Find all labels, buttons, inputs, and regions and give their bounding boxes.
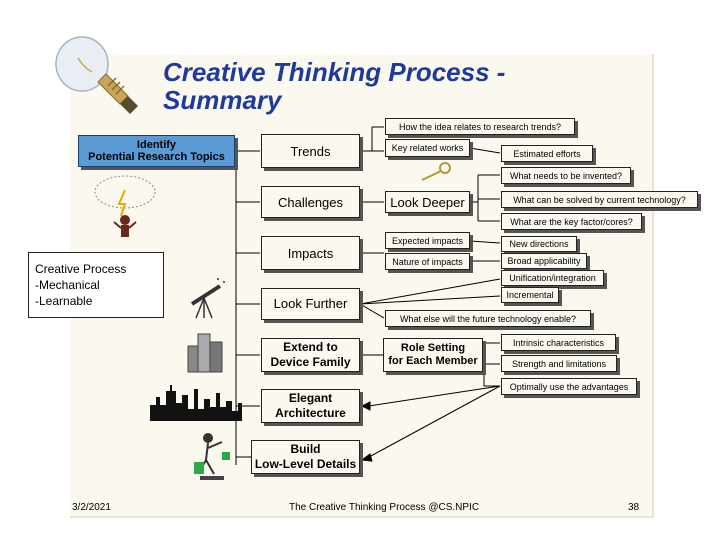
estimated-efforts-label: Estimated efforts bbox=[513, 148, 581, 159]
role-setting-box: Role Setting for Each Member bbox=[383, 338, 483, 372]
new-directions-label: New directions bbox=[509, 239, 569, 249]
extend-line-1: Extend to bbox=[283, 340, 338, 354]
needs-invented-label: What needs to be invented? bbox=[509, 170, 623, 181]
incremental-box: Incremental bbox=[501, 287, 559, 303]
challenges-box: Challenges bbox=[261, 186, 360, 218]
look-further-label: Look Further bbox=[273, 296, 348, 311]
identify-line-2: Potential Research Topics bbox=[88, 151, 225, 163]
intrinsic-box: Intrinsic characteristics bbox=[501, 334, 616, 351]
creative-process-box: Creative Process -Mechanical -Learnable bbox=[28, 252, 164, 318]
key-icon bbox=[421, 162, 451, 181]
impacts-label: Impacts bbox=[287, 245, 334, 261]
nature-of-impacts-box: Nature of impacts bbox=[385, 253, 470, 270]
city-skyline-icon bbox=[150, 385, 242, 421]
trends-box: Trends bbox=[261, 134, 360, 168]
broad-applicability-label: Broad applicability bbox=[507, 256, 581, 266]
extend-box: Extend to Device Family bbox=[261, 338, 360, 372]
light-bulb-icon bbox=[55, 36, 138, 114]
extend-line-2: Device Family bbox=[270, 355, 351, 369]
unification-box: Unification/integration bbox=[501, 270, 604, 286]
solved-current-label: What can be solved by current technology… bbox=[513, 194, 686, 205]
role-line-2: for Each Member bbox=[388, 355, 478, 367]
slide-title: Creative Thinking Process - Summary bbox=[163, 58, 505, 114]
trends-label: Trends bbox=[290, 143, 331, 159]
key-factor-label: What are the key factor/cores? bbox=[510, 216, 633, 227]
build-box: Build Low-Level Details bbox=[251, 440, 360, 474]
future-tech-label: What else will the future technology ena… bbox=[399, 313, 577, 324]
key-factor-box: What are the key factor/cores? bbox=[501, 213, 642, 230]
process-line-3: -Learnable bbox=[35, 294, 93, 308]
title-line-1: Creative Thinking Process - bbox=[163, 57, 506, 87]
build-line-1: Build bbox=[290, 442, 321, 456]
key-related-box: Key related works bbox=[385, 139, 470, 157]
look-deeper-box: Look Deeper bbox=[385, 191, 470, 213]
impacts-box: Impacts bbox=[261, 236, 360, 270]
idea-relates-label: How the idea relates to research trends? bbox=[398, 121, 562, 132]
look-deeper-label: Look Deeper bbox=[390, 194, 465, 210]
process-line-1: Creative Process bbox=[35, 262, 127, 276]
challenges-label: Challenges bbox=[277, 194, 344, 210]
thinking-person-icon bbox=[94, 175, 156, 237]
builder-person-icon bbox=[194, 433, 230, 480]
telescope-icon bbox=[190, 278, 225, 319]
strength-box: Strength and limitations bbox=[501, 355, 617, 372]
role-line-1: Role Setting bbox=[400, 342, 466, 354]
footer-date: 3/2/2021 bbox=[72, 502, 111, 513]
title-line-2: Summary bbox=[163, 85, 282, 115]
elegant-line-2: Architecture bbox=[275, 406, 346, 420]
strength-label: Strength and limitations bbox=[511, 358, 607, 369]
broad-applicability-box: Broad applicability bbox=[501, 253, 587, 269]
needs-invented-box: What needs to be invented? bbox=[501, 167, 631, 184]
key-related-label: Key related works bbox=[391, 143, 464, 153]
buildings-icon bbox=[187, 333, 223, 373]
expected-impacts-box: Expected impacts bbox=[385, 232, 470, 249]
footer-center: The Creative Thinking Process @CS.NPIC bbox=[289, 502, 480, 513]
unification-label: Unification/integration bbox=[509, 273, 596, 283]
nature-of-impacts-label: Nature of impacts bbox=[392, 256, 463, 267]
look-further-box: Look Further bbox=[261, 288, 360, 320]
identify-line-1: Identify bbox=[136, 139, 177, 151]
idea-relates-box: How the idea relates to research trends? bbox=[385, 118, 575, 135]
elegant-box: Elegant Architecture bbox=[261, 389, 360, 423]
future-tech-box: What else will the future technology ena… bbox=[385, 310, 591, 327]
incremental-label: Incremental bbox=[506, 290, 554, 300]
optimally-box: Optimally use the advantages bbox=[501, 378, 637, 395]
expected-impacts-label: Expected impacts bbox=[391, 235, 464, 246]
identify-topics-box: Identify Potential Research Topics bbox=[78, 135, 235, 167]
solved-current-box: What can be solved by current technology… bbox=[501, 191, 698, 208]
new-directions-box: New directions bbox=[501, 236, 577, 252]
build-line-2: Low-Level Details bbox=[254, 457, 357, 471]
intrinsic-label: Intrinsic characteristics bbox=[512, 337, 605, 348]
optimally-label: Optimally use the advantages bbox=[509, 381, 629, 392]
process-line-2: -Mechanical bbox=[35, 278, 100, 292]
elegant-line-1: Elegant bbox=[288, 391, 333, 405]
page-number: 38 bbox=[628, 502, 640, 513]
estimated-efforts-box: Estimated efforts bbox=[501, 145, 593, 162]
